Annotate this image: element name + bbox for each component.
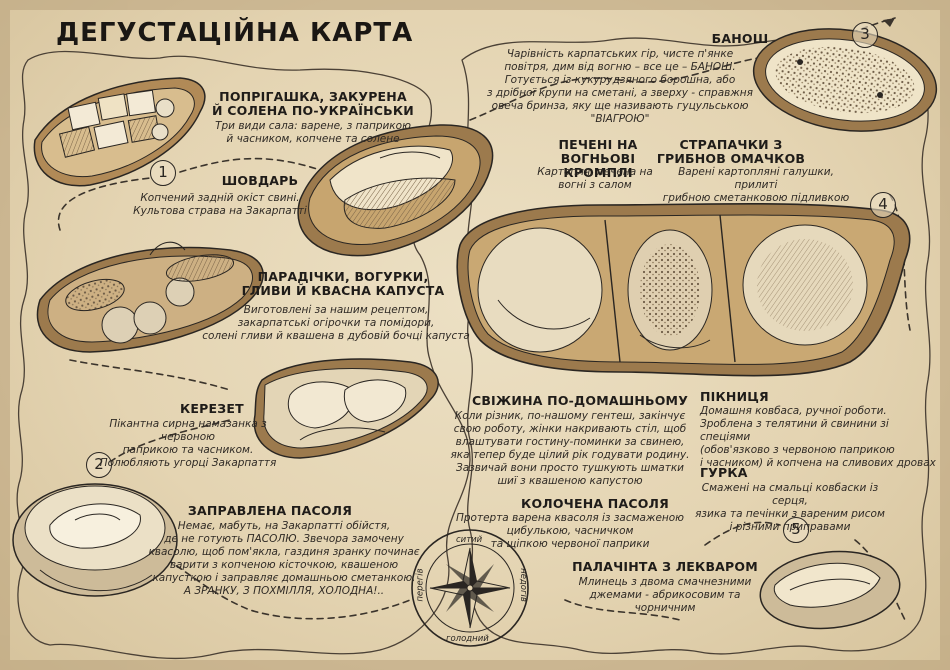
- route-arrow-icon: [883, 18, 895, 27]
- compass-word-bottom: голодний: [446, 634, 489, 644]
- route-marker-5: 5: [783, 517, 809, 543]
- dish-title-pasolya: ЗАПРАВЛЕНА ПАСОЛЯ: [187, 503, 353, 518]
- page-title: ДЕГУСТАЦІЙНА КАРТА: [56, 18, 414, 48]
- dish-title-paradichky: ПАРАДІЧКИ, ВОГУРКИ, ГЛИВИ Й КВАСНА КАПУС…: [241, 269, 445, 298]
- dish-desc-hurka: Смажені на смальці ковбаски із серця, яз…: [695, 482, 885, 533]
- dish-title-kerezet: КЕРЕЗЕТ: [180, 401, 244, 416]
- dish-title-banosh: БАНОШ: [711, 31, 769, 46]
- compass-word-right: недогів: [517, 568, 528, 602]
- dish-title-shovdar: ШОВДАРЬ: [221, 173, 299, 188]
- dish-title-palachinta: ПАЛАЧІНТА З ЛЕКВАРОМ: [572, 559, 758, 574]
- route-marker-4: 4: [870, 192, 896, 218]
- dish-desc-strapachky: Варені картопляні галушки, прилиті грибн…: [662, 166, 850, 204]
- dish-title-poprigashka: ПОПРІГАШКА, ЗАКУРЕНА Й СОЛЕНА ПО-УКРАЇНС…: [212, 89, 414, 118]
- compass-rose: [411, 529, 529, 647]
- dish-desc-pecheni: Картопля, печена на вогні з салом: [537, 166, 653, 191]
- dish-desc-poprigashka: Три види сала: варене, з паприкою й часн…: [215, 120, 411, 145]
- dish-paradichky-illustration: [36, 241, 264, 353]
- dish-banosh-illustration: [752, 28, 938, 132]
- dish-title-svyzhyna: СВІЖИНА ПО-ДОМАШНЬОМУ: [471, 393, 689, 408]
- compass-word-top: ситий: [456, 535, 483, 545]
- dish-desc-shovdar: Копчений задній окіст свині. Культова ст…: [133, 192, 307, 217]
- dish-poprigashka-illustration: [33, 77, 206, 187]
- dish-title-hurka: ГУРКА: [700, 465, 748, 480]
- route-marker-3: 3: [852, 22, 878, 48]
- dish-title-piknytsia: ПІКНИЦЯ: [700, 389, 769, 404]
- dish-shovdar-illustration: [297, 124, 494, 257]
- dish-board-illustration: [456, 202, 911, 377]
- dish-desc-kerezet: Пікантна сирна намазанка з червоною папр…: [99, 418, 277, 469]
- dish-pasolya-illustration: [12, 483, 178, 597]
- dish-desc-palachinta: Млинець з двома смачнезними джемами - аб…: [578, 576, 752, 614]
- dish-desc-svyzhyna: Коли різник, по-нашому гентеш, закінчує …: [450, 410, 690, 487]
- dish-kerezet-illustration: [253, 358, 439, 459]
- dish-desc-pasolya: Немає, мабуть, на Закарпатті обійстя, де…: [148, 520, 420, 597]
- dish-title-pecheni: ПЕЧЕНІ НА ВОГНЬОВІ КРОМПЛІ: [558, 137, 638, 180]
- dish-title-strapachky: СТРАПАЧКИ З ГРИБНОВ ОМАЧКОВ: [656, 137, 806, 166]
- dish-desc-banosh: Чарівність карпатських гір, чисте п'янке…: [487, 48, 753, 125]
- route-marker-1: 1: [150, 160, 176, 186]
- compass-word-left: перегів: [415, 568, 426, 602]
- route-marker-2: 2: [86, 452, 112, 478]
- dish-desc-piknytsia: Домашня ковбаса, ручної роботи. Зроблена…: [700, 405, 936, 469]
- dish-desc-paradichky: Виготовлені за нашим рецептом, закарпатс…: [202, 304, 470, 342]
- dish-title-kolochena: КОЛОЧЕНА ПАСОЛЯ: [521, 496, 669, 511]
- dish-palachinta-illustration: [759, 550, 901, 630]
- dish-desc-kolochena: Протерта варена квасоля із засмаженою ци…: [455, 512, 685, 550]
